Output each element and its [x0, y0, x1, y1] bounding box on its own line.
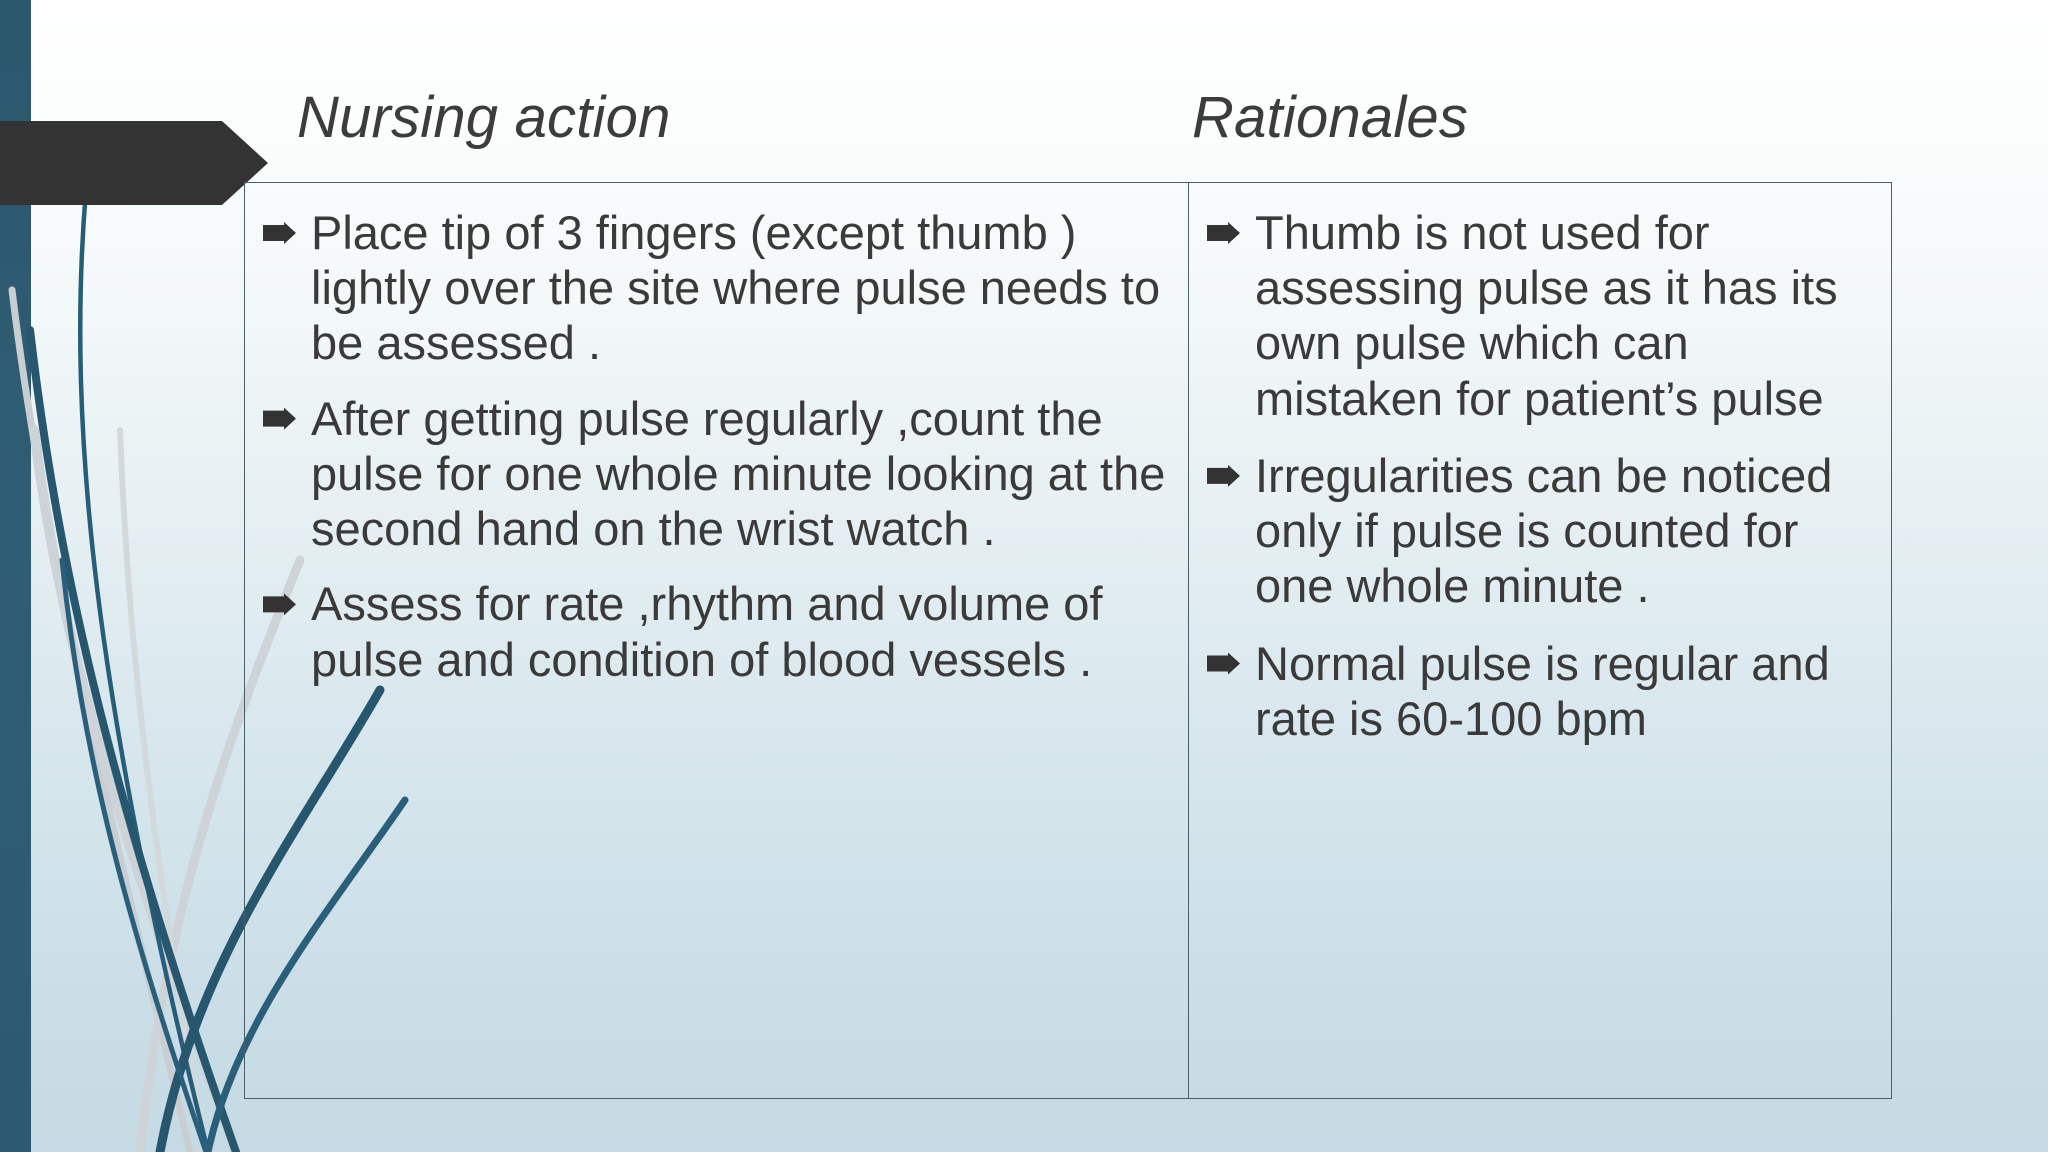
arrow-bullet-icon [263, 593, 296, 616]
arrow-bullet-icon [1207, 652, 1240, 675]
comparison-table: Place tip of 3 fingers (except thumb ) l… [244, 182, 1892, 1099]
arrow-bullet-icon [1207, 222, 1240, 244]
list-item: Irregularities can be noticed only if pu… [1203, 448, 1877, 614]
list-item: Thumb is not used for assessing pulse as… [1203, 205, 1877, 426]
list-item-text: After getting pulse regularly ,count the… [311, 391, 1166, 556]
list-item: Normal pulse is regular and rate is 60-1… [1203, 636, 1877, 746]
list-item-text: Place tip of 3 fingers (except thumb ) l… [311, 206, 1161, 370]
table-cell-rationales: Thumb is not used for assessing pulse as… [1189, 183, 1891, 1098]
list-item: Place tip of 3 fingers (except thumb ) l… [259, 205, 1174, 371]
banner-arrow-shape [0, 121, 268, 205]
list-item: Assess for rate ,rhythm and volume of pu… [259, 576, 1174, 686]
arrow-bullet-icon [1207, 464, 1240, 487]
column-header-nursing-action: Nursing action [297, 85, 671, 150]
arrow-bullet-icon [263, 222, 296, 244]
nursing-action-list: Place tip of 3 fingers (except thumb ) l… [259, 205, 1174, 687]
list-item-text: Assess for rate ,rhythm and volume of pu… [311, 577, 1103, 686]
list-item-text: Normal pulse is regular and rate is 60-1… [1255, 636, 1830, 745]
table-cell-nursing-action: Place tip of 3 fingers (except thumb ) l… [245, 183, 1189, 1098]
list-item-text: Thumb is not used for assessing pulse as… [1255, 206, 1838, 425]
column-header-rationales: Rationales [1192, 85, 1469, 150]
rationales-list: Thumb is not used for assessing pulse as… [1203, 205, 1877, 746]
list-item: After getting pulse regularly ,count the… [259, 391, 1174, 557]
list-item-text: Irregularities can be noticed only if pu… [1255, 448, 1833, 613]
arrow-bullet-icon [263, 407, 296, 430]
